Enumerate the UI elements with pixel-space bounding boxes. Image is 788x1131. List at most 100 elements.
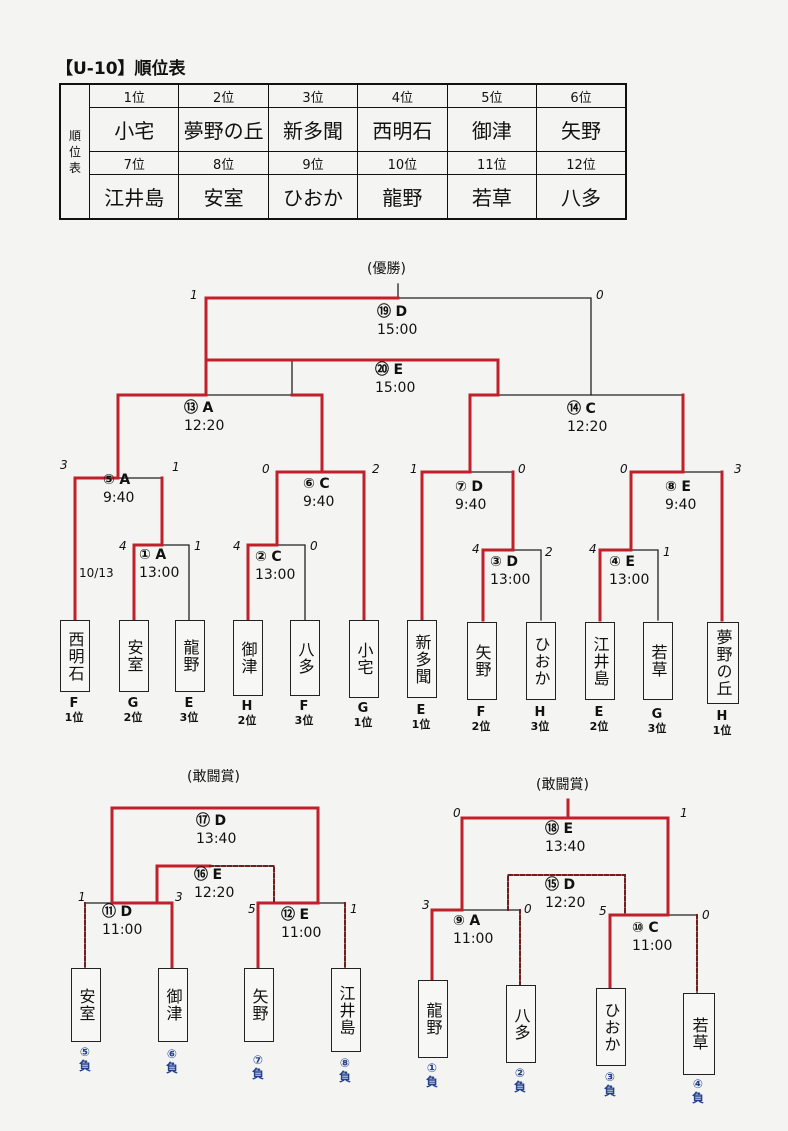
score-mark: 0: [453, 806, 461, 820]
place-cell: 2位: [178, 83, 269, 108]
team-box: ひおか: [596, 988, 626, 1066]
match-label: ③ D 13:00: [490, 554, 531, 588]
match-label: ⑲ D 15:00: [377, 304, 418, 338]
score-mark: 0: [702, 908, 710, 922]
match-label: ⑳ E 15:00: [375, 362, 416, 396]
team-cell: 八多: [536, 174, 627, 220]
team-box: 安室: [119, 620, 149, 692]
score-mark: 5: [248, 902, 256, 916]
match-label: ⑯ E 12:20: [194, 867, 235, 901]
team-box: 江井島: [585, 622, 615, 700]
team-box: 小宅: [349, 620, 379, 698]
place-cell: 3位: [267, 83, 359, 108]
team-cell: 夢野の丘: [178, 107, 269, 152]
place-cell: 9位: [267, 151, 359, 175]
score-mark: 1: [663, 545, 671, 559]
left-winner-lines: [110, 806, 320, 970]
score-mark: 0: [596, 288, 604, 302]
team-box: 龍野: [418, 980, 448, 1058]
match-label: ⑥ C 9:40: [303, 476, 335, 510]
team-cell: 龍野: [357, 174, 448, 220]
place-cell: 8位: [178, 151, 269, 175]
score-mark: 0: [262, 462, 270, 476]
score-mark: 0: [524, 902, 532, 916]
left-dotted-lines: [84, 865, 346, 969]
team-box: ひおか: [526, 622, 556, 700]
team-box: 新多聞: [407, 620, 437, 698]
team-box: 龍野: [175, 620, 205, 692]
team-box: 若草: [643, 622, 673, 700]
team-cell: 小宅: [88, 107, 180, 152]
score-mark: 4: [472, 542, 480, 556]
team-box: 八多: [506, 985, 536, 1063]
team-box: 夢野の丘: [707, 622, 739, 704]
match-label: ⑦ D 9:40: [455, 479, 487, 513]
team-cell: 御津: [446, 107, 538, 152]
place-cell: 6位: [536, 83, 627, 108]
score-mark: 1: [350, 902, 358, 916]
score-mark: 5: [599, 904, 607, 918]
place-cell: 4位: [357, 83, 448, 108]
ranking-side-label: 順 位 表: [59, 83, 90, 220]
match-label: ⑪ D 11:00: [102, 904, 143, 938]
score-mark: 0: [310, 539, 318, 553]
match-label: ⑫ E 11:00: [281, 907, 322, 941]
team-cell: 新多聞: [267, 107, 359, 152]
score-mark: 3: [175, 890, 183, 904]
match-label: ⑨ A 11:00: [453, 913, 494, 947]
match-label: ⑮ D 12:20: [545, 877, 586, 911]
score-mark: 2: [545, 545, 553, 559]
team-cell: 安室: [178, 174, 269, 220]
score-mark: 1: [194, 539, 202, 553]
place-cell: 10位: [357, 151, 448, 175]
match-label: ⑤ A 9:40: [103, 472, 135, 506]
fighting-spirit-title-left: (敢闘賞): [187, 769, 240, 785]
score-mark: 1: [172, 460, 180, 474]
team-box: 御津: [233, 620, 263, 696]
team-box: 矢野: [244, 968, 274, 1042]
match-label: ① A 13:00: [139, 547, 180, 581]
team-box: 若草: [683, 993, 715, 1075]
score-mark: 3: [734, 462, 742, 476]
team-cell: 若草: [446, 174, 538, 220]
page-title: 【U-10】順位表: [56, 59, 186, 79]
place-cell: 7位: [88, 151, 180, 175]
team-box: 西明石: [60, 620, 90, 692]
fighting-spirit-title-right: (敢闘賞): [536, 777, 589, 793]
team-cell: 江井島: [88, 174, 180, 220]
team-box: 安室: [71, 968, 101, 1042]
ranking-table: 順 位 表 1位 2位 3位 4位 5位 6位 小宅 夢野の丘 新多聞 西明石 …: [59, 83, 627, 220]
match-label: ⑱ E 13:40: [545, 821, 586, 855]
score-mark: 1: [680, 806, 688, 820]
score-mark: 4: [119, 539, 127, 553]
team-box: 八多: [290, 620, 320, 696]
score-mark: 1: [190, 288, 198, 302]
score-mark: 1: [78, 890, 86, 904]
right-dotted-lines: [507, 874, 698, 994]
score-mark: 0: [518, 462, 526, 476]
match-label: ⑩ C 11:00: [632, 920, 673, 954]
match-label: ⑭ C 12:20: [567, 401, 608, 435]
match-label: ⑧ E 9:40: [665, 479, 697, 513]
team-box: 矢野: [467, 622, 497, 700]
team-cell: 矢野: [536, 107, 627, 152]
date-note: 10/13: [79, 566, 114, 580]
team-box: 江井島: [331, 968, 361, 1052]
